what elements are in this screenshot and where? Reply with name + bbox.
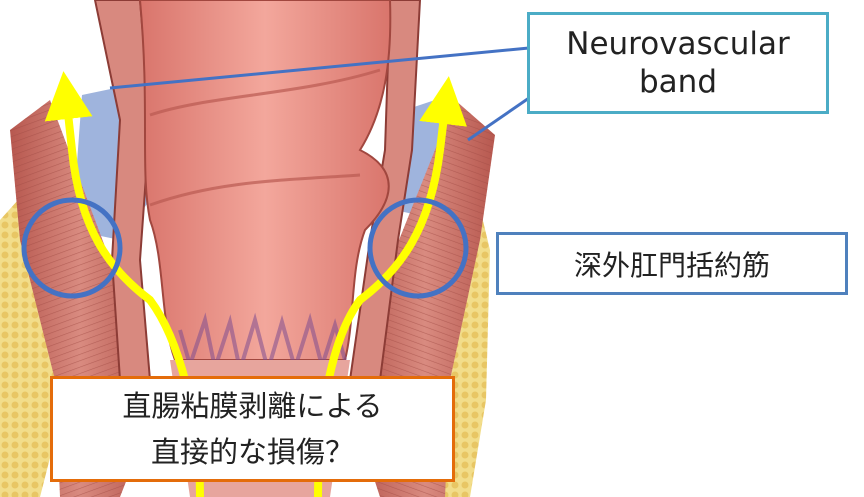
external-sphincter-label: 深外肛門括約筋	[496, 232, 848, 295]
question-label-line1: 直腸粘膜剥離による	[122, 383, 382, 429]
leader-line-lower	[468, 98, 529, 140]
neurovascular-band-label: Neurovascular band	[527, 12, 829, 114]
neurovascular-label-line1: Neurovascular	[566, 25, 789, 63]
mucosal-dissection-question-label: 直腸粘膜剥離による 直接的な損傷？	[50, 376, 455, 482]
neurovascular-label-line2: band	[639, 63, 717, 101]
question-label-line2: 直接的な損傷？	[151, 429, 354, 475]
